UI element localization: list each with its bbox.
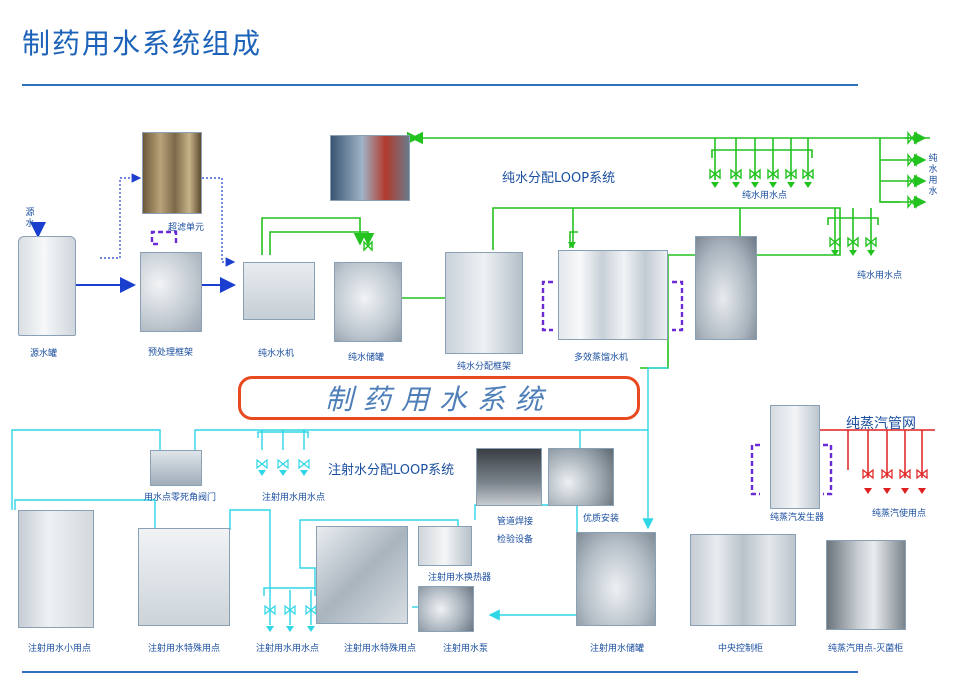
label-pure-points-right: 纯水用水点: [857, 271, 903, 281]
label-pure-steam-net: 纯蒸汽管网: [846, 416, 916, 432]
cyan-arrowheads: [258, 470, 315, 632]
ultrafilter-dotted-links: [100, 173, 236, 267]
label-pure-steam-points: 纯蒸汽使用点: [872, 509, 927, 519]
wfi-storage-image: [576, 532, 656, 626]
purple-brackets: [150, 230, 833, 496]
label-wfi-storage: 注射用水储罐: [590, 644, 645, 654]
quality-install-image: [548, 448, 614, 506]
label-pure-water-dist-frame: 纯水分配框架: [457, 362, 512, 372]
wfi-special-point-2-image: [316, 526, 408, 624]
label-central-control: 中央控制柜: [718, 644, 764, 654]
label-pure-water-storage: 纯水储罐: [348, 353, 385, 363]
weld-inspection-image: [476, 448, 542, 506]
wfi-heat-exchanger-image: [418, 526, 472, 566]
bottom-rule: [22, 671, 858, 673]
label-pure-loop: 纯水分配LOOP系统: [502, 171, 616, 186]
label-wfi-heat-exchanger: 注射用水换热器: [428, 573, 492, 583]
ultrafiltration-image: [142, 132, 202, 214]
label-steam-point-sterilizer: 纯蒸汽用点-灭菌柜: [828, 644, 904, 654]
label-pure-points-top: 纯水用水点: [742, 191, 788, 201]
page-title: 制药用水系统组成: [22, 27, 263, 60]
label-pretreatment: 预处理框架: [148, 348, 194, 358]
red-flow-lines: [816, 429, 935, 478]
label-pure-steam-generator: 纯蒸汽发生器: [770, 513, 825, 523]
pretreatment-image: [140, 252, 202, 332]
label-wfi-points-top: 注射用水用水点: [262, 493, 326, 503]
label-weld-inspection-2: 检验设备: [497, 535, 534, 545]
system-banner: 制药用水系统: [238, 376, 640, 420]
wfi-pump-image: [418, 586, 474, 632]
top-rule: [22, 84, 858, 86]
label-source-tank: 源水罐: [30, 349, 58, 359]
cyan-valves: [256, 458, 317, 616]
label-quality-install: 优质安装: [583, 514, 620, 524]
label-wfi-special-point-2: 注射用水特殊用点: [344, 644, 417, 654]
zero-dead-leg-valve-image: [150, 450, 202, 486]
label-zero-dead-leg-valve: 用水点零死角阀门: [144, 493, 217, 503]
red-arrowheads: [812, 426, 926, 494]
pure-water-machine-image: [243, 262, 315, 320]
source-tank-image: [18, 236, 76, 336]
label-wfi-points-bottom: 注射用水用水点: [256, 644, 320, 654]
label-ultrafiltration: 超滤单元: [168, 223, 205, 233]
pure-steam-generator-image: [770, 405, 820, 509]
technician-image: [330, 135, 410, 201]
central-control-image: [690, 534, 796, 626]
label-source-water: 源水: [25, 208, 35, 229]
multi-effect-still-image: [558, 250, 668, 340]
label-pure-water-machine: 纯水水机: [258, 349, 295, 359]
red-valves: [862, 468, 928, 480]
label-multi-effect-still: 多效蒸馏水机: [574, 353, 629, 363]
sterilizer-image: [826, 540, 906, 630]
wfi-special-point-1-image: [138, 528, 230, 626]
wfi-small-point-image: [18, 510, 94, 628]
green-valves: [363, 131, 917, 252]
green-arrowheads: [568, 182, 875, 256]
blue-flow-lines: [30, 222, 236, 293]
label-weld-inspection-1: 管道焊接: [497, 517, 534, 527]
pure-water-storage-image: [334, 262, 402, 342]
pure-water-dist-frame-image: [445, 252, 523, 354]
label-wfi-special-point-1: 注射用水特殊用点: [148, 644, 221, 654]
label-wfi-loop: 注射水分配LOOP系统: [328, 463, 455, 478]
pure-steam-tank-image: [695, 236, 757, 340]
label-wfi-small-point: 注射用水小用点: [28, 644, 92, 654]
label-wfi-pump: 注射用水泵: [443, 644, 489, 654]
label-pure-water-vertical: 纯水用水: [928, 154, 938, 197]
